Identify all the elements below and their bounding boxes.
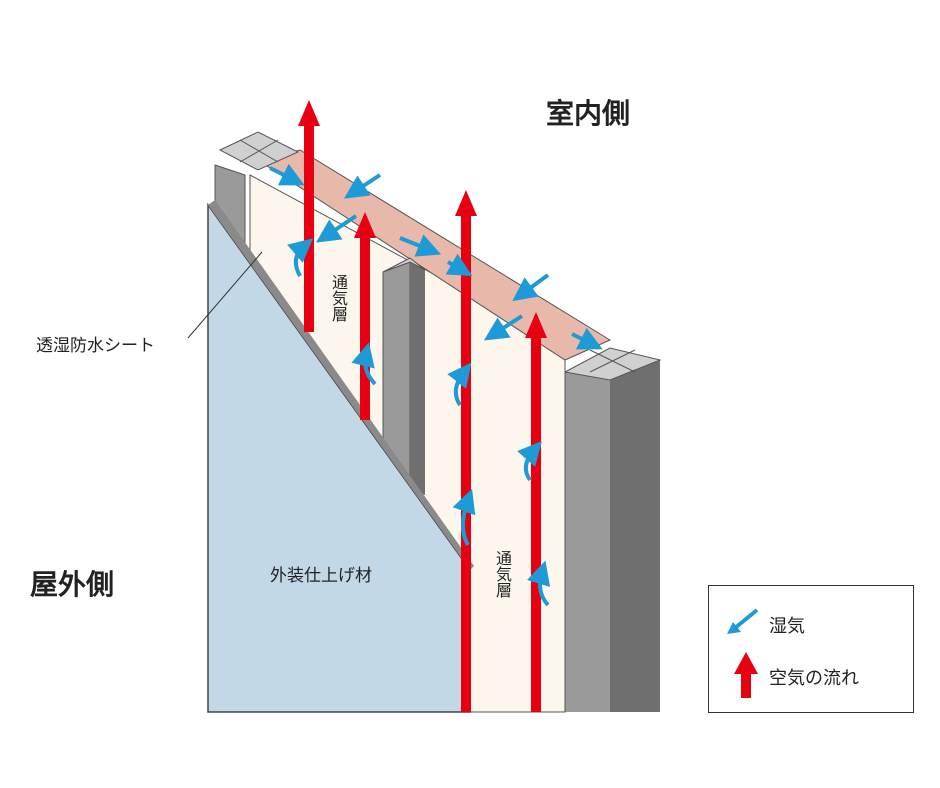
airflow-arrows [298,100,547,712]
vent-layer-label-1: 通気層 [329,274,348,322]
legend-moisture-label: 湿気 [769,616,805,637]
legend-airflow-label: 空気の流れ [769,668,859,689]
indoor-side-label: 室内側 [546,97,631,130]
vent-layer-label-2: 通気層 [493,550,512,598]
moisture-arrows [269,163,603,607]
left-stud [214,131,300,250]
moisture-sheet-label: 透湿防水シート [36,336,155,356]
legend: 湿気 空気の流れ [708,585,914,713]
airflow-legend-icon [734,652,758,698]
sheet-leader-line [187,251,263,339]
outdoor-side-label: 屋外側 [30,568,115,601]
exterior-finish-label: 外装仕上げ材 [270,566,372,586]
right-stud [563,347,662,712]
moisture-legend-icon [727,608,759,634]
